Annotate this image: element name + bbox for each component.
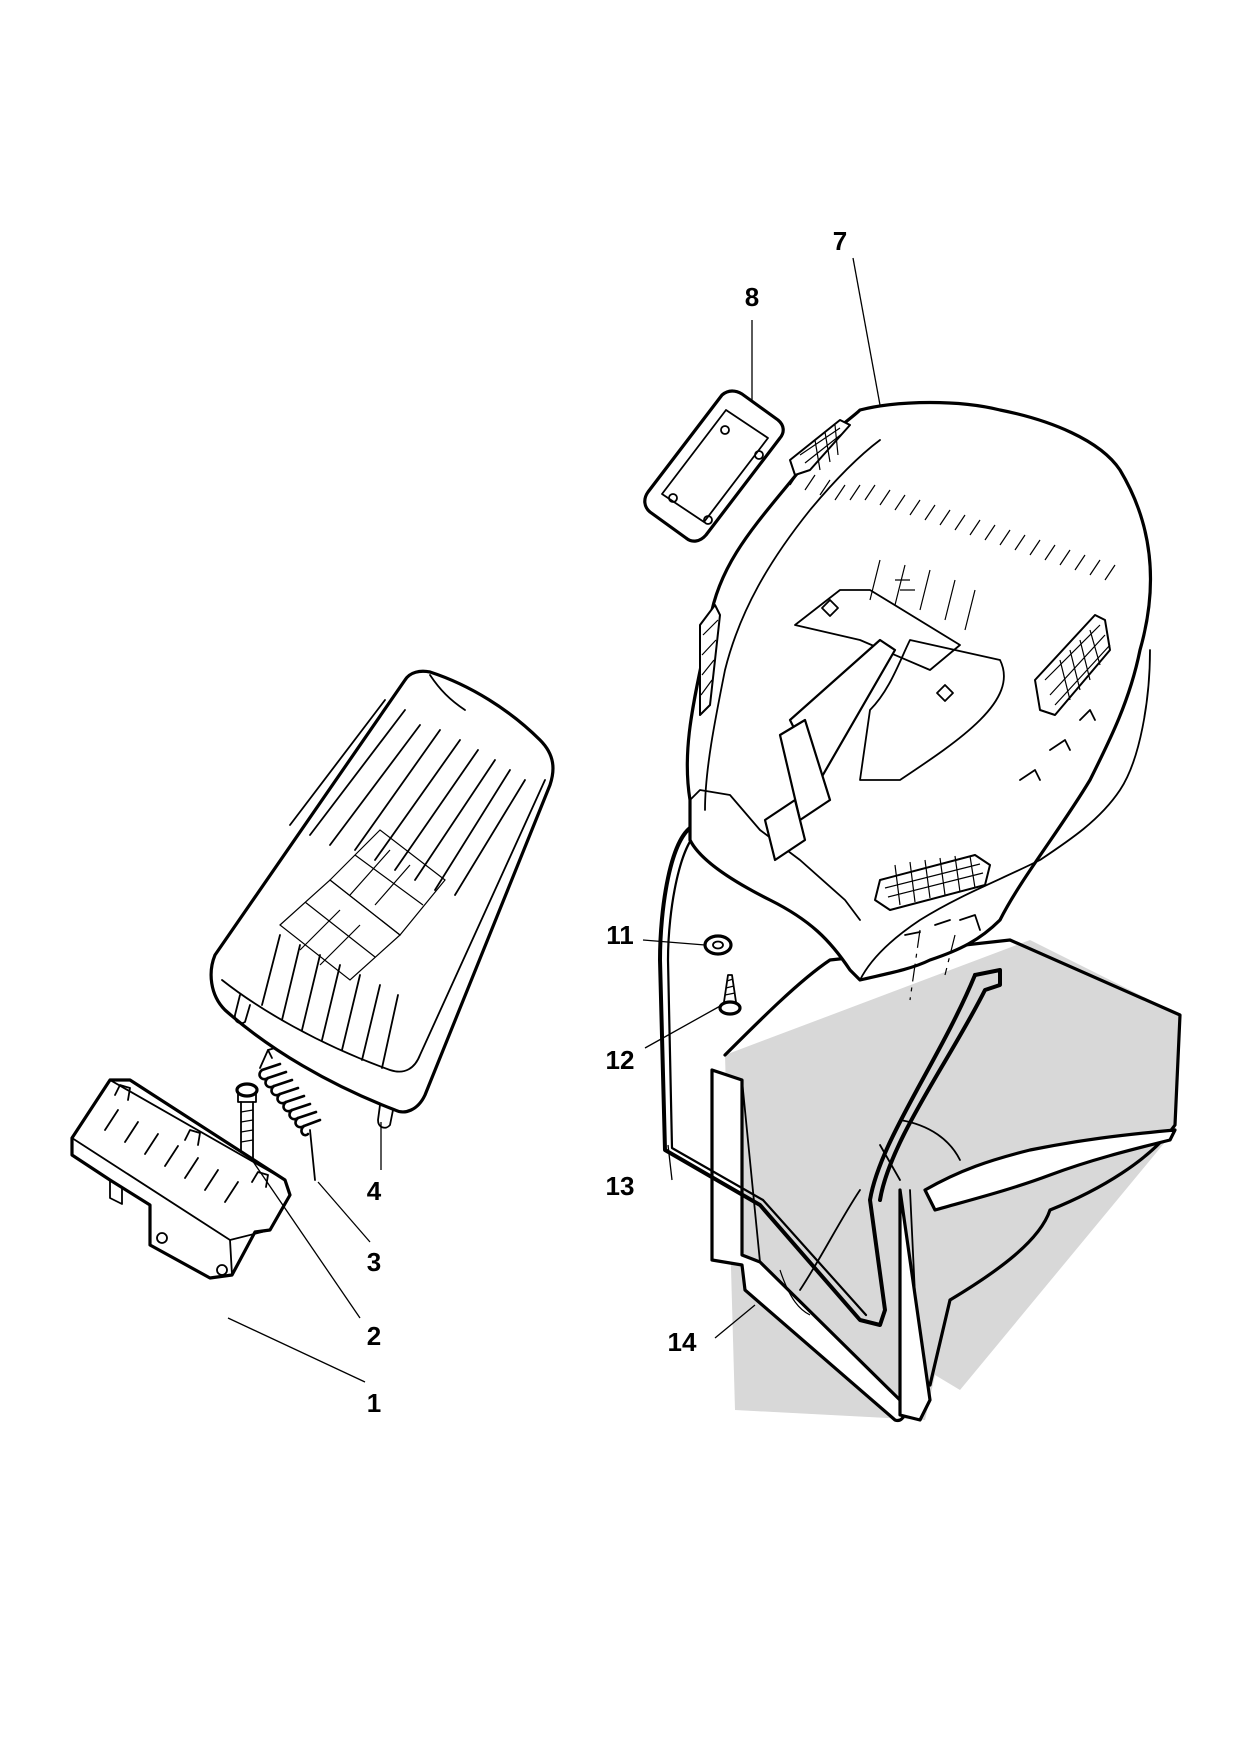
leader-11: [642, 939, 706, 946]
part-12-screw: [718, 974, 742, 1016]
callout-8: 8: [745, 282, 759, 312]
assembly-center-lines: [909, 929, 956, 1001]
callout-13: 13: [606, 1171, 635, 1201]
callout-labels: 1 2 3 4 7 8 11 12 13 14: [367, 226, 847, 1418]
part-11-washer: [703, 934, 733, 956]
callout-3: 3: [367, 1247, 381, 1277]
callout-2: 2: [367, 1321, 381, 1351]
callout-12: 12: [606, 1045, 635, 1075]
leader-14: [714, 1304, 756, 1339]
leader-12: [644, 1004, 723, 1049]
leader-7: [852, 257, 881, 406]
callout-11: 11: [606, 920, 634, 950]
part-4-flap-cover: [209, 669, 555, 1129]
leader-3: [317, 1181, 371, 1243]
callout-1: 1: [367, 1388, 381, 1418]
callout-14: 14: [668, 1327, 697, 1357]
leader-2: [251, 1159, 361, 1319]
part-14-fabric-bag: [710, 938, 1182, 1423]
leader-lines: [227, 257, 881, 1383]
callout-7: 7: [833, 226, 847, 256]
callout-4: 4: [367, 1176, 382, 1206]
part-7-grass-bag-top: [685, 400, 1153, 982]
part-3-torsion-spring: [258, 1047, 322, 1181]
leader-1: [227, 1317, 366, 1383]
part-1-hinge-bracket: [70, 1078, 292, 1280]
part-8-indicator-window: [643, 389, 785, 543]
leader-13: [667, 1144, 673, 1181]
